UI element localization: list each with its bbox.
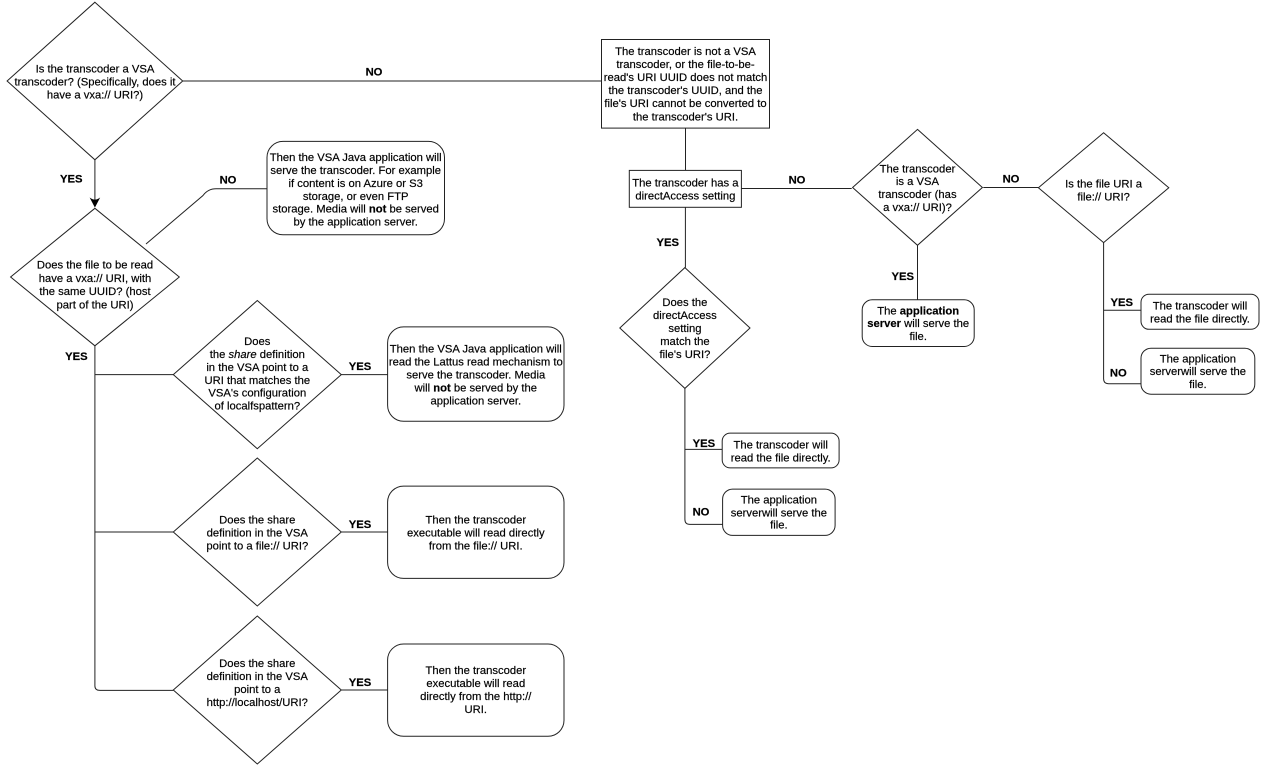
- svg-text:the share definition: the share definition: [210, 349, 305, 361]
- svg-text:directAccess setting: directAccess setting: [635, 190, 735, 202]
- svg-text:The transcoder has a: The transcoder has a: [632, 178, 739, 190]
- svg-text:YES: YES: [349, 519, 372, 531]
- svg-text:the transcoder's URI.: the transcoder's URI.: [633, 111, 738, 123]
- svg-text:will not be served by the: will not be served by the: [414, 382, 538, 394]
- svg-text:a vxa:// URI)?: a vxa:// URI)?: [883, 202, 952, 214]
- svg-text:file's URI?: file's URI?: [659, 349, 710, 361]
- svg-text:if content is on Azure or S3: if content is on Azure or S3: [288, 178, 422, 190]
- svg-text:point to a file:// URI?: point to a file:// URI?: [206, 541, 308, 553]
- svg-text:YES: YES: [349, 361, 372, 373]
- svg-text:point to a: point to a: [234, 684, 281, 696]
- svg-text:The transcoder is not a VSA: The transcoder is not a VSA: [615, 46, 756, 58]
- svg-text:transcoder? (Specifically, doe: transcoder? (Specifically, does it: [14, 77, 176, 89]
- svg-text:file's URI cannot be converted: file's URI cannot be converted to: [604, 98, 766, 110]
- svg-text:YES: YES: [1110, 297, 1133, 309]
- svg-text:directAccess: directAccess: [653, 310, 717, 322]
- svg-text:YES: YES: [349, 677, 372, 689]
- svg-text:transcoder (has: transcoder (has: [878, 189, 957, 201]
- svg-text:server will serve the: server will serve the: [867, 318, 969, 330]
- svg-text:The transcoder: The transcoder: [880, 163, 956, 175]
- svg-text:file.: file.: [1189, 379, 1207, 391]
- svg-text:file.: file.: [770, 520, 788, 532]
- svg-text:storage, or even FTP: storage, or even FTP: [303, 191, 409, 203]
- svg-text:URI.: URI.: [465, 704, 488, 716]
- svg-text:the same UUID? (host: the same UUID? (host: [39, 286, 151, 298]
- svg-text:match the: match the: [660, 336, 709, 348]
- svg-text:The transcoder will: The transcoder will: [1153, 301, 1247, 313]
- svg-text:YES: YES: [693, 438, 716, 450]
- svg-text:have a vxa:// URI, with: have a vxa:// URI, with: [39, 273, 152, 285]
- svg-text:have a vxa:// URI?): have a vxa:// URI?): [47, 90, 144, 102]
- svg-text:VSA's configuration: VSA's configuration: [208, 388, 306, 400]
- svg-text:from the file:// URI.: from the file:// URI.: [429, 541, 523, 553]
- svg-text:Does the: Does the: [662, 297, 707, 309]
- svg-text:serverwill serve the: serverwill serve the: [731, 507, 827, 519]
- svg-text:read's URI UUID does not match: read's URI UUID does not match: [604, 72, 767, 84]
- svg-text:NO: NO: [1110, 367, 1127, 379]
- svg-text:NO: NO: [789, 174, 806, 186]
- svg-text:Is the transcoder a VSA: Is the transcoder a VSA: [36, 64, 155, 76]
- svg-text:of localfspattern?: of localfspattern?: [214, 401, 300, 413]
- svg-text:storage. Media will not be ser: storage. Media will not be served: [273, 204, 439, 216]
- svg-text:file.: file.: [909, 331, 927, 343]
- svg-text:Does: Does: [244, 336, 271, 348]
- svg-text:part of the URI): part of the URI): [57, 300, 134, 312]
- svg-text:Does the share: Does the share: [219, 515, 295, 527]
- svg-text:definition in the VSA: definition in the VSA: [207, 528, 309, 540]
- svg-text:URI that matches the: URI that matches the: [204, 375, 310, 387]
- svg-text:YES: YES: [60, 174, 83, 186]
- svg-text:The application: The application: [741, 495, 817, 507]
- svg-text:Then the VSA Java application: Then the VSA Java application will: [390, 343, 562, 355]
- svg-text:executable will read directly: executable will read directly: [407, 528, 545, 540]
- svg-text:file:// URI?: file:// URI?: [1077, 191, 1130, 203]
- svg-text:NO: NO: [366, 67, 383, 79]
- svg-text:Then the transcoder: Then the transcoder: [425, 515, 526, 527]
- svg-text:The transcoder will: The transcoder will: [733, 439, 827, 451]
- svg-text:executable will read: executable will read: [426, 678, 525, 690]
- svg-text:NO: NO: [693, 506, 710, 518]
- svg-text:directly from the http://: directly from the http://: [420, 691, 532, 703]
- svg-text:Does the share: Does the share: [219, 658, 295, 670]
- svg-text:NO: NO: [1003, 174, 1020, 186]
- svg-text:Does the file to be read: Does the file to be read: [37, 259, 153, 271]
- svg-text:the transcoder's UUID, and the: the transcoder's UUID, and the: [608, 85, 762, 97]
- svg-text:The application: The application: [877, 305, 959, 317]
- svg-text:definition in the VSA: definition in the VSA: [207, 671, 309, 683]
- svg-text:The application: The application: [1160, 353, 1236, 365]
- svg-text:application server.: application server.: [430, 395, 521, 407]
- svg-text:read the Lattus read mechanism: read the Lattus read mechanism to: [389, 356, 563, 368]
- svg-text:read the file directly.: read the file directly.: [1150, 314, 1250, 326]
- svg-text:serve the transcoder. Media: serve the transcoder. Media: [406, 369, 546, 381]
- svg-text:YES: YES: [65, 351, 88, 363]
- svg-text:in the VSA point to a: in the VSA point to a: [206, 362, 309, 374]
- svg-text:serverwill serve the: serverwill serve the: [1150, 366, 1246, 378]
- svg-text:YES: YES: [656, 237, 679, 249]
- svg-text:by the application server.: by the application server.: [293, 217, 417, 229]
- svg-text:is a VSA: is a VSA: [896, 176, 940, 188]
- svg-text:read the file directly.: read the file directly.: [731, 452, 831, 464]
- svg-text:NO: NO: [220, 174, 237, 186]
- svg-text:http://localhost/URI?: http://localhost/URI?: [207, 697, 308, 709]
- svg-text:Is the file URI a: Is the file URI a: [1065, 178, 1143, 190]
- svg-text:YES: YES: [892, 271, 915, 283]
- svg-text:Then the VSA Java application: Then the VSA Java application will: [270, 152, 442, 164]
- svg-text:Then the transcoder: Then the transcoder: [425, 665, 526, 677]
- svg-text:serve the transcoder. For exam: serve the transcoder. For example: [270, 165, 441, 177]
- svg-text:transcoder, or the file-to-be-: transcoder, or the file-to-be-: [616, 59, 754, 71]
- svg-text:setting: setting: [668, 323, 701, 335]
